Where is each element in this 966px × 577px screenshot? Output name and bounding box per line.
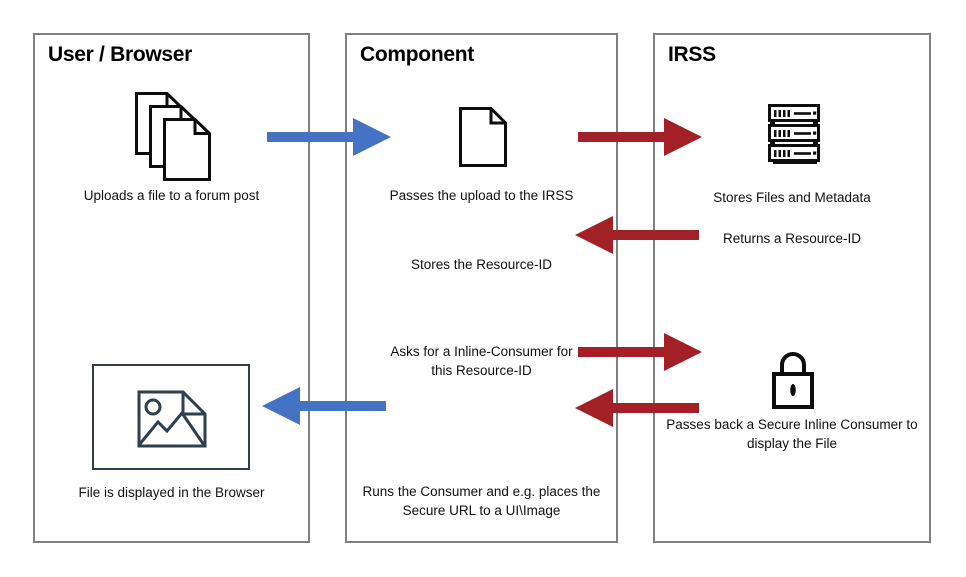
upload-file-label: Uploads a file to a forum post [83,188,260,203]
image-placeholder-icon [137,390,207,448]
column-title-component: Component [360,43,474,66]
file-displayed-label: File is displayed in the Browser [78,485,265,500]
arrow-return-resource-id [575,216,699,254]
run-consumer-label: Runs the Consumer and e.g. places the Se… [362,484,601,518]
document-icon [459,107,507,167]
ask-consumer-label: Asks for a Inline-Consumer for this Reso… [390,344,573,378]
column-title-irss: IRSS [668,43,716,66]
column-user-browser: User / Browser Uploads a file to a forum… [33,33,310,543]
pass-secure-consumer-label: Passes back a Secure Inline Consumer to … [666,417,918,451]
store-resource-id-label: Stores the Resource-ID [410,257,553,272]
column-irss: IRSS [653,33,931,543]
arrow-upload-to-component [267,118,391,156]
column-component: Component Passes the upload to the IRSS … [345,33,618,543]
arrow-display-file [262,387,386,425]
lock-icon [772,352,814,409]
server-icon [768,104,820,164]
returns-resource-id-label: Returns a Resource-ID [722,231,862,246]
files-stack-icon [135,92,211,181]
arrow-pass-upload-to-irss [578,118,702,156]
stores-files-label: Stores Files and Metadata [713,190,871,205]
column-title-user-browser: User / Browser [48,43,193,66]
browser-display-frame [92,364,250,470]
pass-upload-label: Passes the upload to the IRSS [389,188,574,203]
arrow-ask-inline-consumer [578,333,702,371]
arrow-pass-secure-consumer [575,389,699,427]
